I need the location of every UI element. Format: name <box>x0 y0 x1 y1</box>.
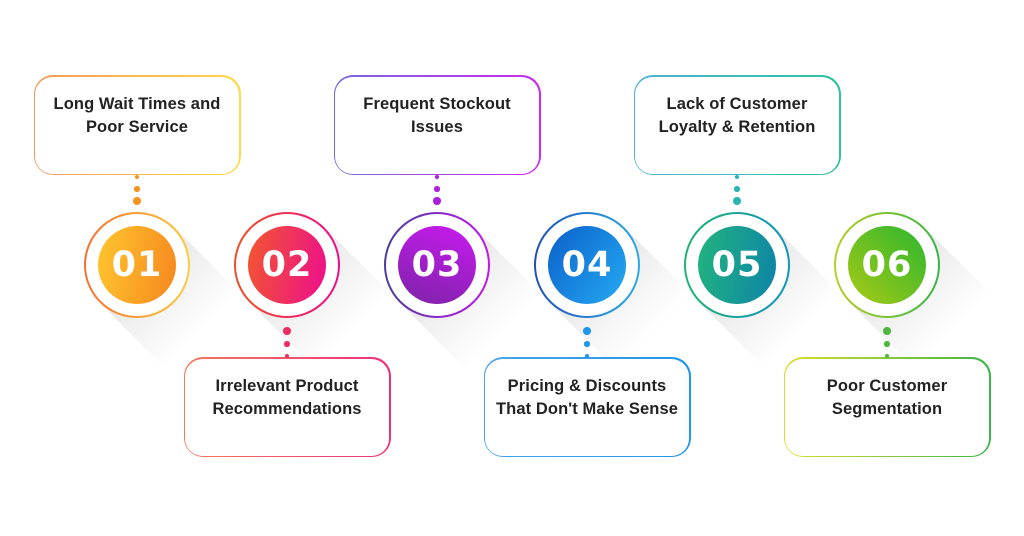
step-4-label-line2: That Don't Make Sense <box>495 399 679 418</box>
step-5-badge: 05 <box>684 212 790 318</box>
connector-dot <box>884 341 890 347</box>
step-1-badge-core: 01 <box>98 226 176 304</box>
connector-dot <box>584 341 590 347</box>
connector-dot <box>733 197 741 205</box>
connector-dot <box>285 354 289 358</box>
connector-dot <box>284 341 290 347</box>
step-3-number: 03 <box>411 245 463 285</box>
step-2-label: Irrelevant Product Recommendations <box>185 358 389 456</box>
connector-dot <box>585 354 589 358</box>
step-3-label-line1: Frequent Stockout <box>363 94 511 113</box>
connector-dot <box>735 175 739 179</box>
step-5-badge-core: 05 <box>698 226 776 304</box>
step-4-label: Pricing & Discounts That Don't Make Sens… <box>485 358 689 456</box>
connector-dot <box>885 354 889 358</box>
step-3-label-box: Frequent Stockout Issues <box>333 75 541 175</box>
step-1-label-line1: Long Wait Times and <box>53 94 221 113</box>
connector-dot <box>883 327 891 335</box>
step-3-badge: 03 <box>384 212 490 318</box>
step-5-label-line2: Loyalty & Retention <box>658 117 816 136</box>
step-2-badge: 02 <box>234 212 340 318</box>
step-1-badge: 01 <box>84 212 190 318</box>
step-2-badge-core: 02 <box>248 226 326 304</box>
connector-dot <box>283 327 291 335</box>
step-6-label-line1: Poor Customer <box>826 376 948 395</box>
step-2-label-line2: Recommendations <box>212 399 362 418</box>
step-3-label: Frequent Stockout Issues <box>335 76 539 174</box>
connector-dot <box>133 197 141 205</box>
connector-dot <box>135 175 139 179</box>
step-1-number: 01 <box>111 245 163 285</box>
step-2-number: 02 <box>261 245 313 285</box>
step-6-badge: 06 <box>834 212 940 318</box>
step-6-number: 06 <box>861 245 913 285</box>
connector-dot <box>435 175 439 179</box>
step-6-label: Poor Customer Segmentation <box>785 358 989 456</box>
step-1-label: Long Wait Times and Poor Service <box>35 76 239 174</box>
connector-dot <box>583 327 591 335</box>
connector-dot <box>433 197 441 205</box>
step-5-label-line1: Lack of Customer <box>666 94 808 113</box>
step-1-label-line2: Poor Service <box>85 117 189 136</box>
step-6-label-line2: Segmentation <box>831 399 943 418</box>
step-2-label-line1: Irrelevant Product <box>215 376 359 395</box>
step-3-badge-core: 03 <box>398 226 476 304</box>
step-4-number: 04 <box>561 245 613 285</box>
step-5-label: Lack of Customer Loyalty & Retention <box>635 76 839 174</box>
connector-dot <box>134 186 140 192</box>
step-4-label-line1: Pricing & Discounts <box>507 376 667 395</box>
step-2-label-box: Irrelevant Product Recommendations <box>183 357 391 457</box>
connector-dot <box>734 186 740 192</box>
step-4-label-box: Pricing & Discounts That Don't Make Sens… <box>483 357 691 457</box>
step-6-badge-core: 06 <box>848 226 926 304</box>
step-4-badge-core: 04 <box>548 226 626 304</box>
step-1-label-box: Long Wait Times and Poor Service <box>33 75 241 175</box>
step-5-label-box: Lack of Customer Loyalty & Retention <box>633 75 841 175</box>
step-4-badge: 04 <box>534 212 640 318</box>
step-5-number: 05 <box>711 245 763 285</box>
connector-dot <box>434 186 440 192</box>
step-3-label-line2: Issues <box>411 117 463 136</box>
step-6-label-box: Poor Customer Segmentation <box>783 357 991 457</box>
